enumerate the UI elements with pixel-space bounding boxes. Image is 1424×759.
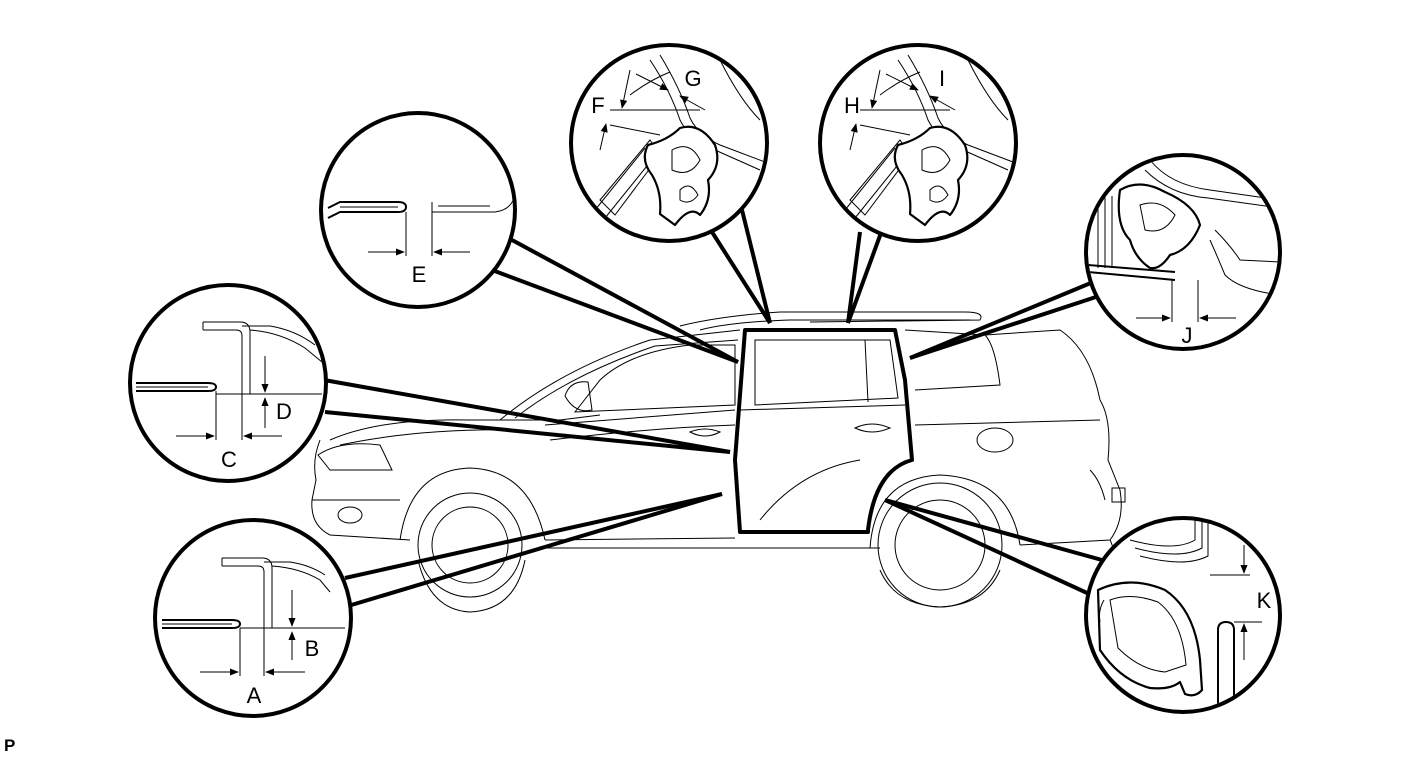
detail-circle-j: J bbox=[1084, 153, 1282, 351]
leader-hi bbox=[846, 231, 862, 324]
detail-circle-fg: F G bbox=[569, 43, 769, 243]
label-k: K bbox=[1257, 588, 1272, 613]
rear-door-outline bbox=[733, 328, 914, 534]
leader-k bbox=[884, 498, 1121, 567]
leader-fg bbox=[740, 209, 772, 324]
detail-circle-cd: C D bbox=[128, 283, 328, 483]
label-d: D bbox=[276, 399, 292, 424]
label-e: E bbox=[412, 262, 427, 287]
label-f: F bbox=[591, 93, 604, 118]
leader-fg bbox=[710, 230, 772, 325]
leader-e bbox=[511, 238, 739, 364]
leader-e bbox=[491, 268, 739, 364]
leader-lines bbox=[323, 209, 1121, 608]
leader-cd bbox=[324, 410, 731, 454]
label-g: G bbox=[684, 66, 701, 91]
vehicle-outline bbox=[311, 311, 1126, 613]
leader-hi bbox=[846, 221, 887, 324]
detail-circle-e: E bbox=[319, 111, 517, 309]
leader-j bbox=[909, 278, 1099, 360]
label-i: I bbox=[939, 66, 945, 91]
leader-j bbox=[909, 293, 1103, 360]
label-a: A bbox=[247, 683, 262, 708]
label-c: C bbox=[221, 447, 237, 472]
leader-ab bbox=[344, 492, 723, 580]
label-h: H bbox=[844, 93, 860, 118]
leader-k bbox=[884, 498, 1099, 600]
detail-circle-ab: A B bbox=[153, 518, 353, 718]
leader-cd bbox=[323, 378, 731, 454]
detail-circle-hi: H I bbox=[818, 43, 1018, 243]
leader-ab bbox=[347, 492, 723, 608]
detail-circle-k: K bbox=[1084, 516, 1282, 714]
figure-code: P bbox=[4, 736, 16, 755]
label-j: J bbox=[1182, 323, 1193, 348]
label-b: B bbox=[305, 636, 320, 661]
